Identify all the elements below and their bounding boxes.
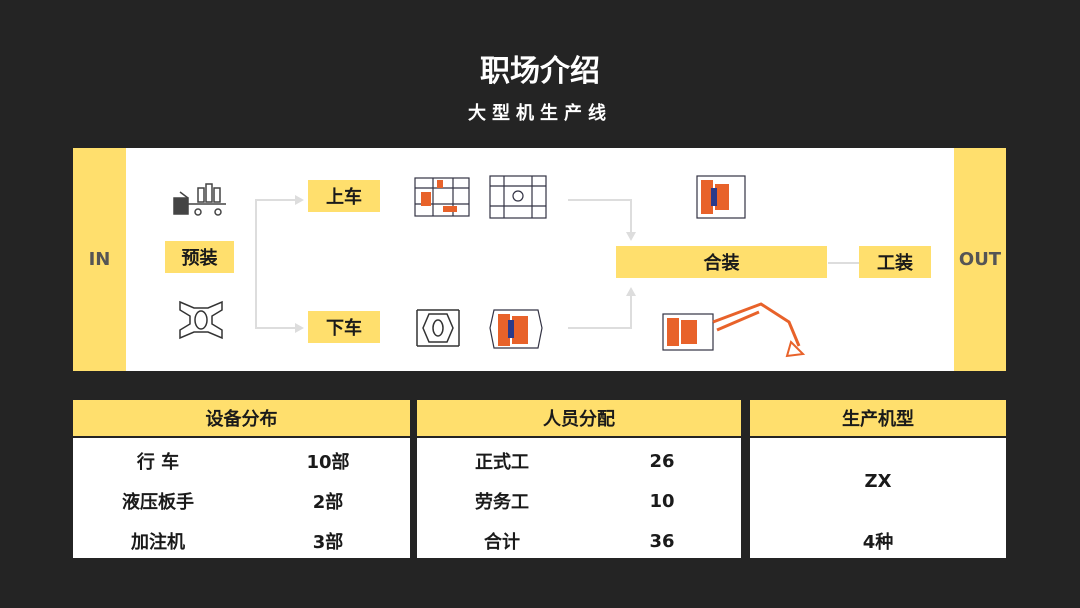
staff-panel: 人员分配 正式工 26 劳务工 10 合计 36 (417, 400, 741, 558)
table-row: 劳务工 10 (417, 486, 741, 516)
production-flow-diagram: IN OUT (73, 148, 1006, 371)
out-label: OUT (954, 148, 1006, 371)
model-count: 4种 (750, 526, 1006, 556)
page-title: 职场介绍 (480, 54, 600, 89)
upper-assembly-icon (696, 175, 746, 219)
upper-label: 上车 (308, 180, 380, 212)
upper-frame-icon (489, 175, 547, 219)
arrow-head-lower (295, 323, 304, 333)
table-row: 正式工 26 (417, 446, 741, 476)
table-row: 行 车 10部 (73, 446, 410, 476)
connector-lower-assembly (568, 294, 632, 329)
staff-type: 合计 (484, 532, 520, 553)
arrow-head-upper (295, 195, 304, 205)
tooling-label: 工装 (859, 246, 931, 278)
excavator-icon (662, 302, 806, 358)
staff-type: 正式工 (475, 452, 529, 473)
equipment-name: 加注机 (131, 532, 185, 553)
undercarriage-frame-icon (179, 300, 223, 340)
arrow-head-up (626, 287, 636, 296)
undercarriage-icon (416, 309, 460, 347)
assembly-label: 合装 (616, 246, 827, 278)
model-count-text: 4种 (862, 532, 894, 553)
models-header: 生产机型 (750, 400, 1006, 438)
lower-label: 下车 (308, 311, 380, 343)
staff-count: 36 (649, 530, 675, 552)
connector-upper-assembly (568, 199, 632, 234)
staff-count: 26 (649, 450, 675, 472)
branch-connector (255, 199, 273, 329)
table-row: 液压板手 2部 (73, 486, 410, 516)
staff-type: 劳务工 (475, 492, 529, 513)
flow-connectors (255, 195, 874, 333)
preassembly-label: 预装 (165, 241, 234, 273)
arrow-head-down (626, 232, 636, 241)
table-row: 加注机 3部 (73, 526, 410, 556)
equipment-panel: 设备分布 行 车 10部 液压板手 2部 加注机 3部 (73, 400, 410, 558)
staff-header: 人员分配 (417, 400, 741, 438)
equipment-name: 液压板手 (122, 492, 194, 513)
equipment-count: 2部 (312, 492, 344, 513)
equipment-count: 10部 (306, 452, 350, 473)
in-label: IN (73, 148, 126, 371)
lower-assembly-icon (489, 309, 543, 349)
model-series-text: ZX (864, 470, 892, 492)
forklift-icon (173, 183, 226, 216)
equipment-name: 行 车 (136, 452, 180, 473)
models-panel: 生产机型 ZX 4种 (750, 400, 1006, 558)
model-series: ZX (750, 466, 1006, 496)
equipment-header: 设备分布 (73, 400, 410, 438)
equipment-count: 3部 (312, 532, 344, 553)
upper-structure-icon (414, 177, 470, 217)
table-row: 合计 36 (417, 526, 741, 556)
staff-count: 10 (649, 490, 675, 512)
page-subtitle: 大型机生产线 (468, 103, 612, 124)
